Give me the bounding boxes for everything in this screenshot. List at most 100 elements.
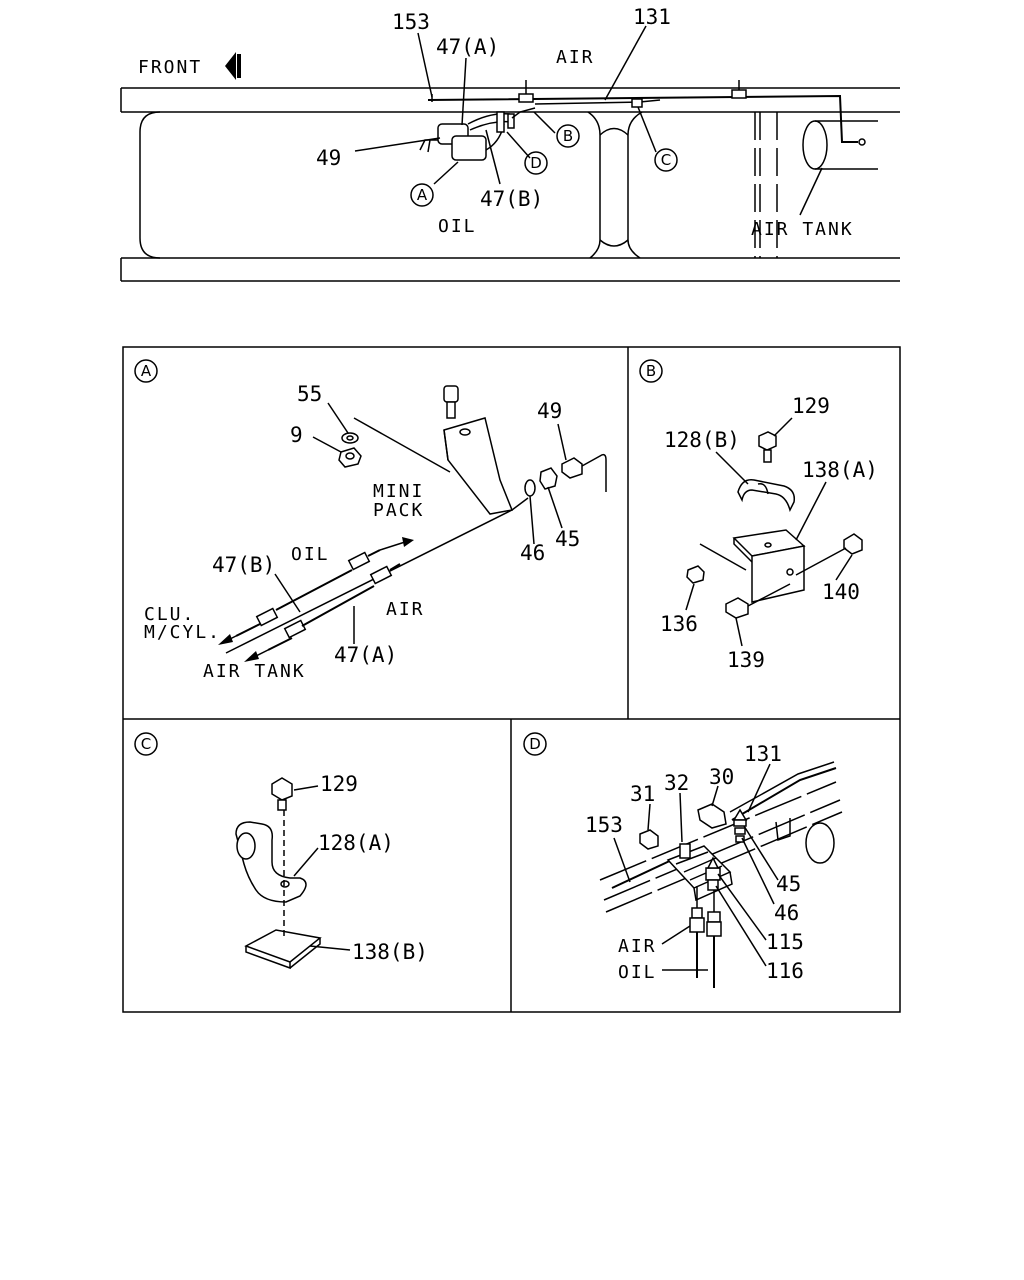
- overview-label-47b: 47(B): [480, 187, 543, 211]
- union-45-46-icon: [732, 808, 748, 843]
- fitting-30-icon: [697, 803, 727, 829]
- panel-a-label-air-tank: AIR TANK: [203, 661, 306, 682]
- panel-a-label-47b: 47(B): [212, 553, 275, 577]
- panel-c-label-128a: 128(A): [318, 831, 394, 855]
- direction-arrows: [218, 537, 414, 662]
- overview-label-oil: OIL: [438, 216, 477, 237]
- panel-b-label-136: 136: [660, 612, 698, 636]
- panel-a-label-mini: MINI: [373, 481, 424, 502]
- hose-47a: [267, 563, 401, 651]
- panel-d-label-153: 153: [585, 813, 623, 837]
- panel-a: A: [134, 359, 607, 682]
- nut-31-icon: [639, 829, 659, 850]
- front-arrow-icon: [225, 52, 241, 80]
- panel-d-label-115: 115: [766, 930, 804, 954]
- panel-d-tag: D: [523, 732, 547, 756]
- panel-d-label-46: 46: [774, 901, 799, 925]
- bolt-139-icon: [725, 583, 791, 619]
- mini-pack-unit: [419, 107, 536, 161]
- panel-d-label-oil: OIL: [618, 962, 657, 983]
- svg-text:A: A: [141, 362, 152, 380]
- nut-136-icon: [686, 565, 705, 584]
- nut-140-icon: [795, 533, 863, 576]
- panel-a-leaders: [274, 402, 567, 644]
- fitting-49-icon: [561, 453, 607, 492]
- overview-label-47a: 47(A): [436, 35, 499, 59]
- panel-b-tag: B: [639, 359, 663, 383]
- hose-47b: [235, 549, 381, 637]
- washer-46-icon: [524, 479, 536, 497]
- panel-d-label-30: 30: [709, 765, 734, 789]
- pipe-153: [611, 857, 677, 889]
- svg-text:D: D: [529, 735, 541, 753]
- callout-a: A: [410, 183, 434, 207]
- front-label: FRONT: [138, 57, 202, 78]
- panel-d-label-31: 31: [630, 782, 655, 806]
- callout-b: B: [556, 124, 580, 148]
- panel-a-label-air: AIR: [386, 599, 425, 620]
- panel-c-label-129: 129: [320, 772, 358, 796]
- svg-text:A: A: [417, 186, 428, 204]
- chassis-frame: [120, 87, 900, 282]
- panel-c: C 129 128(A) 138(B): [134, 732, 428, 970]
- panel-d: D: [523, 732, 843, 988]
- hose-air: [689, 886, 705, 978]
- panel-b-label-128b: 128(B): [664, 428, 740, 452]
- panel-b: B: [639, 359, 878, 672]
- bolt-129-icon: [271, 777, 293, 811]
- panel-c-leaders: [293, 785, 351, 951]
- panel-c-tag: C: [134, 732, 158, 756]
- detail-panels-frame: [122, 346, 901, 1013]
- panel-d-label-45: 45: [776, 872, 801, 896]
- panel-a-tag: A: [134, 359, 158, 383]
- panel-d-label-131: 131: [744, 742, 782, 766]
- panel-a-label-46: 46: [520, 541, 545, 565]
- panel-a-label-49: 49: [537, 399, 562, 423]
- panel-b-label-129: 129: [792, 394, 830, 418]
- overview-label-49: 49: [316, 146, 341, 170]
- panel-c-label-138b: 138(B): [352, 940, 428, 964]
- hose-oil: [706, 890, 722, 988]
- air-pipe-131: [427, 80, 866, 146]
- overview-diagram: FRONT 153 47(A) AIR 131 49 47(B) OIL AIR…: [120, 5, 900, 282]
- panel-a-label-clu: CLU.: [144, 604, 195, 625]
- svg-text:B: B: [646, 362, 656, 380]
- air-tank-shape: [802, 120, 878, 170]
- svg-text:C: C: [661, 151, 671, 169]
- panel-d-leaders: [613, 763, 779, 971]
- panel-d-label-air: AIR: [618, 936, 657, 957]
- panel-a-label-9: 9: [290, 423, 303, 447]
- overview-label-air: AIR: [556, 47, 595, 68]
- pipe-131: [729, 761, 837, 821]
- svg-text:B: B: [563, 127, 573, 145]
- panel-b-label-140: 140: [822, 580, 860, 604]
- overview-leaders: [354, 25, 823, 216]
- panel-a-label-oil: OIL: [291, 544, 330, 565]
- frame-rail: [599, 781, 843, 913]
- panel-b-label-138a: 138(A): [802, 458, 878, 482]
- washer-55-icon: [341, 432, 359, 444]
- bracket-138a-icon: [699, 529, 806, 603]
- svg-text:D: D: [530, 154, 542, 172]
- panel-b-leaders: [685, 417, 853, 647]
- panel-a-label-55: 55: [297, 382, 322, 406]
- plate-138b-icon: [244, 929, 322, 970]
- callout-c: C: [654, 148, 678, 172]
- bolt-icon: [443, 385, 459, 419]
- panel-d-label-32: 32: [664, 771, 689, 795]
- nut-45-icon: [539, 467, 558, 490]
- connector-115-116-icon: [705, 856, 721, 891]
- svg-text:C: C: [141, 735, 151, 753]
- clamp-128a-icon: [235, 821, 307, 903]
- overview-label-131: 131: [633, 5, 671, 29]
- mounting-bracket: [666, 843, 733, 902]
- panel-a-label-47a: 47(A): [334, 643, 397, 667]
- nut-9-icon: [338, 447, 362, 468]
- panel-a-label-mcyl: M/CYL.: [144, 622, 221, 643]
- panel-b-label-139: 139: [727, 648, 765, 672]
- overview-label-air-tank: AIR TANK: [751, 219, 854, 240]
- panel-a-label-pack: PACK: [373, 500, 424, 521]
- bolt-129-icon: [758, 431, 777, 463]
